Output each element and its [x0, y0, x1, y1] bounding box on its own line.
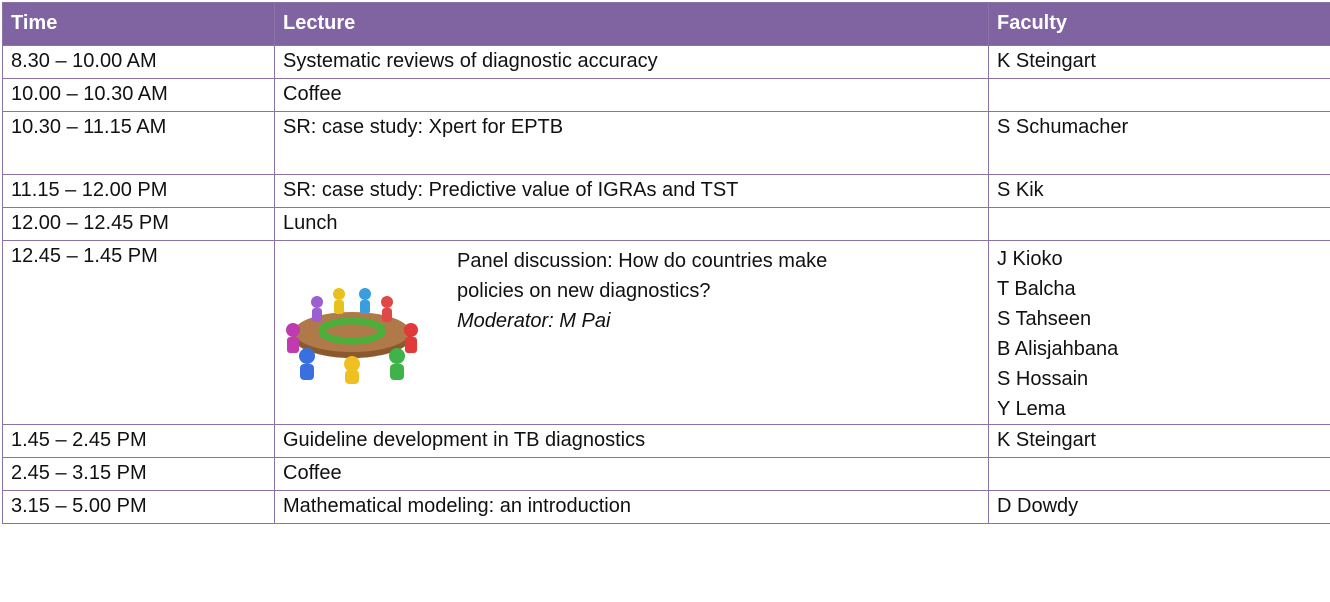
table-row: 2.45 – 3.15 PM Coffee [2, 457, 1330, 491]
time-cell: 8.30 – 10.00 AM [2, 45, 275, 79]
panelist: Y Lema [997, 398, 1066, 420]
header-row: Time Lecture Faculty [2, 2, 1330, 46]
lecture-cell: Systematic reviews of diagnostic accurac… [274, 45, 989, 79]
faculty-cell: D Dowdy [988, 490, 1330, 524]
schedule-table: Time Lecture Faculty 8.30 – 10.00 AM Sys… [2, 2, 1330, 524]
time-cell: 10.30 – 11.15 AM [2, 111, 275, 175]
table-row: 10.00 – 10.30 AM Coffee [2, 78, 1330, 112]
panelist: B Alisjahbana [997, 338, 1119, 360]
time-cell: 2.45 – 3.15 PM [2, 457, 275, 491]
panel-description: Panel discussion: How do countries make … [457, 244, 828, 336]
table-row: 11.15 – 12.00 PM SR: case study: Predict… [2, 174, 1330, 208]
panel-title-line-2: policies on new diagnostics? [457, 280, 711, 302]
lecture-cell: SR: case study: Xpert for EPTB [274, 111, 989, 175]
lecture-cell: SR: case study: Predictive value of IGRA… [274, 174, 989, 208]
faculty-cell [988, 457, 1330, 491]
panelist: S Hossain [997, 368, 1089, 390]
faculty-cell [988, 207, 1330, 241]
faculty-cell: S Schumacher [988, 111, 1330, 175]
table-row: 8.30 – 10.00 AM Systematic reviews of di… [2, 45, 1330, 79]
panel-moderator: Moderator: M Pai [457, 310, 611, 332]
time-cell: 11.15 – 12.00 PM [2, 174, 275, 208]
panelist: T Balcha [997, 278, 1076, 300]
time-cell: 12.45 – 1.45 PM [2, 240, 275, 425]
faculty-cell: K Steingart [988, 424, 1330, 458]
faculty-cell: K Steingart [988, 45, 1330, 79]
lecture-cell: Coffee [274, 457, 989, 491]
table-row: 1.45 – 2.45 PM Guideline development in … [2, 424, 1330, 458]
panelist: J Kioko [997, 248, 1063, 270]
time-cell: 12.00 – 12.45 PM [2, 207, 275, 241]
time-cell: 1.45 – 2.45 PM [2, 424, 275, 458]
faculty-cell [988, 78, 1330, 112]
lecture-cell: Mathematical modeling: an introduction [274, 490, 989, 524]
time-cell: 10.00 – 10.30 AM [2, 78, 275, 112]
header-lecture: Lecture [274, 2, 989, 46]
time-cell: 3.15 – 5.00 PM [2, 490, 275, 524]
panel-row: 12.45 – 1.45 PM [2, 240, 1330, 425]
table-row: 3.15 – 5.00 PM Mathematical modeling: an… [2, 490, 1330, 524]
table-row: 10.30 – 11.15 AM SR: case study: Xpert f… [2, 111, 1330, 175]
panelist: S Tahseen [997, 308, 1092, 330]
lecture-cell: Lunch [274, 207, 989, 241]
panel-title-line-1: Panel discussion: How do countries make [457, 250, 828, 272]
round-table-meeting-icon [286, 288, 418, 384]
lecture-cell: Coffee [274, 78, 989, 112]
panel-faculty-list: J Kioko T Balcha S Tahseen B Alisjahbana… [997, 244, 1330, 424]
header-faculty: Faculty [988, 2, 1330, 46]
faculty-cell: S Kik [988, 174, 1330, 208]
faculty-cell: J Kioko T Balcha S Tahseen B Alisjahbana… [988, 240, 1330, 425]
header-time: Time [2, 2, 275, 46]
table-row: 12.00 – 12.45 PM Lunch [2, 207, 1330, 241]
lecture-cell: Guideline development in TB diagnostics [274, 424, 989, 458]
lecture-cell: Panel discussion: How do countries make … [274, 240, 989, 425]
